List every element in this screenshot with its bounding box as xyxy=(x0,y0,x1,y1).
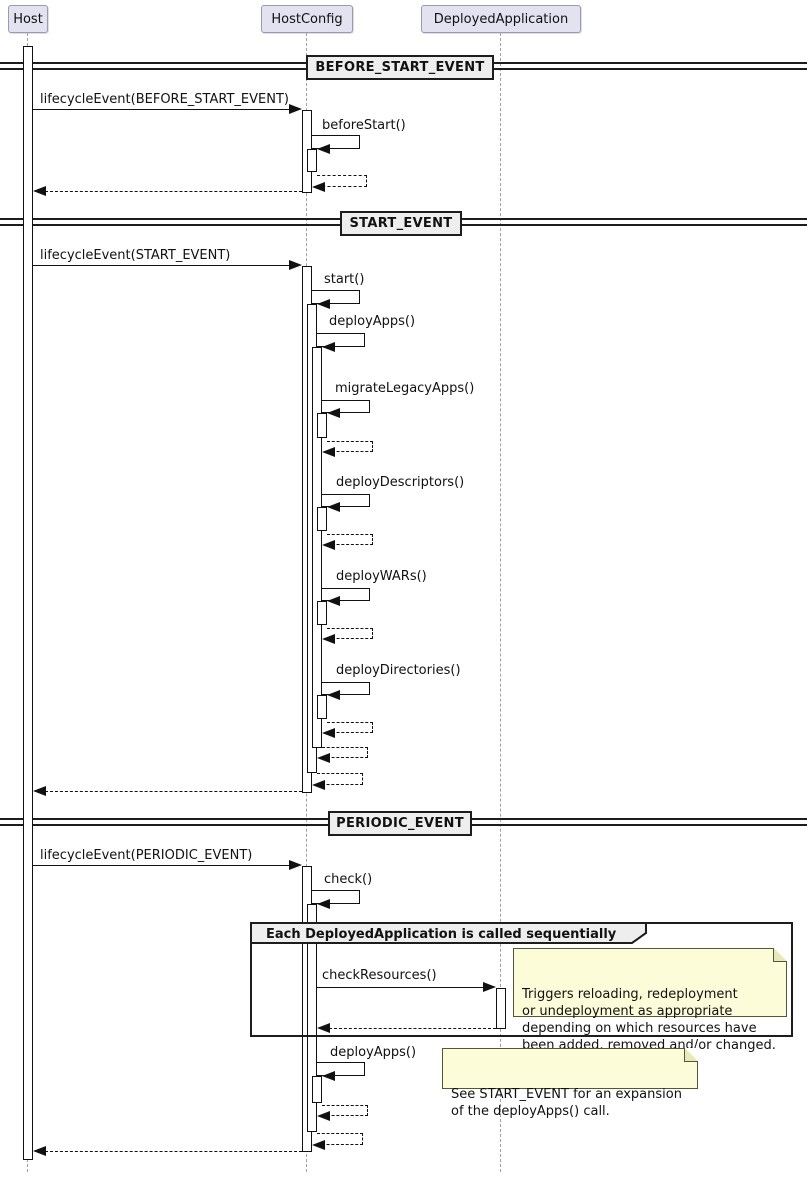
message-line xyxy=(33,865,291,866)
arrow-left-icon xyxy=(322,540,335,550)
participant-deployedapplication: DeployedApplication xyxy=(421,5,581,33)
arrow-left-icon xyxy=(33,1146,46,1156)
arrow-left-icon xyxy=(327,690,340,700)
return-line xyxy=(45,791,302,792)
group-header: Each DeployedApplication is called seque… xyxy=(250,922,647,944)
self-call-line xyxy=(322,682,370,695)
note-fold-icon xyxy=(773,948,787,962)
message-line xyxy=(317,987,485,988)
self-return-line xyxy=(327,722,373,733)
arrow-right-icon xyxy=(289,104,302,114)
message-label: deployWARs() xyxy=(336,569,427,584)
return-line xyxy=(45,191,302,192)
self-return-line xyxy=(317,175,367,187)
message-label: lifecycleEvent(BEFORE_START_EVENT) xyxy=(40,92,289,107)
message-label: lifecycleEvent(PERIODIC_EVENT) xyxy=(40,848,253,863)
activation-deployedapplication xyxy=(496,988,506,1029)
self-call-line xyxy=(312,135,360,149)
message-label: checkResources() xyxy=(322,968,437,983)
message-label: lifecycleEvent(START_EVENT) xyxy=(40,248,231,263)
arrow-left-icon xyxy=(322,447,335,457)
arrow-right-icon xyxy=(289,860,302,870)
arrow-right-icon xyxy=(483,982,496,992)
message-label: check() xyxy=(324,872,373,887)
participant-hostconfig-label: HostConfig xyxy=(271,11,343,27)
note-fold-icon xyxy=(684,1048,698,1062)
arrow-left-icon xyxy=(317,1023,330,1033)
message-label: deployDescriptors() xyxy=(336,475,465,490)
arrow-left-icon xyxy=(327,502,340,512)
arrow-left-icon xyxy=(322,342,335,352)
arrow-left-icon xyxy=(327,596,340,606)
activation-nested xyxy=(317,695,327,719)
self-call-line xyxy=(317,1062,365,1076)
message-line xyxy=(33,109,291,110)
self-call-line xyxy=(312,890,360,904)
activation-nested xyxy=(317,601,327,625)
self-return-line xyxy=(322,1105,368,1116)
arrow-left-icon xyxy=(33,786,46,796)
self-call-line xyxy=(322,400,370,413)
return-line xyxy=(45,1151,302,1152)
divider-before-start-event: BEFORE_START_EVENT xyxy=(306,55,494,80)
participant-deployedapplication-label: DeployedApplication xyxy=(433,11,569,27)
self-call-line xyxy=(322,588,370,601)
activation-nested xyxy=(317,413,327,438)
arrow-left-icon xyxy=(317,1111,330,1121)
message-label: deployApps() xyxy=(330,1045,417,1060)
lifeline-deployedapplication xyxy=(500,33,501,1172)
note-check-resources-text: Triggers reloading, redeployment or unde… xyxy=(522,987,776,1053)
activation-nested xyxy=(312,347,322,748)
activation-nested xyxy=(307,149,317,172)
arrow-left-icon xyxy=(322,634,335,644)
self-call-line xyxy=(317,333,365,347)
participant-host-label: Host xyxy=(13,11,43,27)
note-deploy-apps-text: See START_EVENT for an expansion of the … xyxy=(451,1087,682,1119)
self-return-line xyxy=(317,1133,363,1145)
note-check-resources: Triggers reloading, redeployment or unde… xyxy=(513,948,787,1053)
activation-nested xyxy=(317,507,327,531)
divider-before-start-event-label: BEFORE_START_EVENT xyxy=(315,60,485,75)
arrow-left-icon xyxy=(317,753,330,763)
arrow-left-icon xyxy=(33,186,46,196)
message-label: beforeStart() xyxy=(322,118,406,133)
arrow-left-icon xyxy=(327,408,340,418)
self-return-line xyxy=(327,534,373,545)
arrow-left-icon xyxy=(312,780,325,790)
self-return-line xyxy=(327,441,373,452)
divider-start-event: START_EVENT xyxy=(340,211,462,236)
participant-hostconfig: HostConfig xyxy=(261,5,353,33)
message-label: migrateLegacyApps() xyxy=(335,381,475,396)
arrow-left-icon xyxy=(317,144,330,154)
return-line xyxy=(329,1028,496,1029)
divider-start-event-label: START_EVENT xyxy=(349,216,453,231)
self-return-line xyxy=(317,773,363,785)
message-label: deployApps() xyxy=(329,314,416,329)
self-return-line xyxy=(322,747,368,758)
participant-host: Host xyxy=(8,5,48,33)
arrow-left-icon xyxy=(317,899,330,909)
divider-periodic-event: PERIODIC_EVENT xyxy=(328,811,472,836)
arrow-right-icon xyxy=(289,260,302,270)
self-call-line xyxy=(312,290,360,304)
arrow-left-icon xyxy=(312,182,325,192)
activation-host xyxy=(23,46,33,1160)
message-line xyxy=(33,265,291,266)
group-label: Each DeployedApplication is called seque… xyxy=(266,927,617,942)
self-call-line xyxy=(322,494,370,507)
arrow-left-icon xyxy=(322,1071,335,1081)
activation-nested xyxy=(307,904,317,1132)
note-deploy-apps: See START_EVENT for an expansion of the … xyxy=(442,1048,698,1119)
message-label: start() xyxy=(324,272,365,287)
arrow-left-icon xyxy=(322,728,335,738)
self-return-line xyxy=(327,628,373,639)
divider-periodic-event-label: PERIODIC_EVENT xyxy=(336,816,464,831)
message-label: deployDirectories() xyxy=(336,663,461,678)
arrow-left-icon xyxy=(317,299,330,309)
arrow-left-icon xyxy=(312,1140,325,1150)
activation-nested xyxy=(312,1076,322,1103)
